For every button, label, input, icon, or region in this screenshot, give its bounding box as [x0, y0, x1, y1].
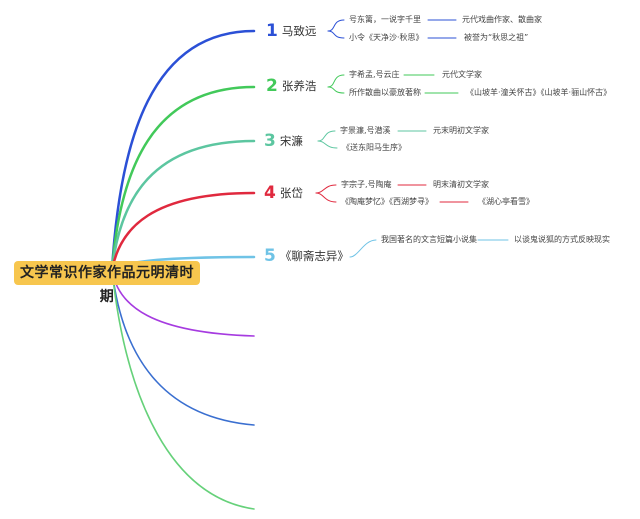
branch-node-b5[interactable]: 5《聊斋志异》	[264, 245, 349, 266]
detail-text-b4-1[interactable]: 《陶庵梦忆》《西湖梦寻》	[341, 197, 433, 206]
detail-note-b1-1[interactable]: 被誉为“秋思之祖”	[464, 33, 529, 42]
detail-text-b2-0[interactable]: 字希孟,号云庄	[349, 70, 400, 79]
branch-label: 张岱	[279, 186, 303, 200]
branch-label: 马致远	[281, 24, 317, 38]
detail-text-b1-1[interactable]: 小令《天净沙·秋思》	[349, 33, 424, 42]
detail-connector-b4-1	[315, 192, 337, 203]
branch-number: 3	[264, 131, 276, 151]
detail-note-b3-0[interactable]: 元末明初文学家	[433, 126, 489, 135]
branch-line-b2	[110, 85, 256, 272]
detail-connector-b3-0	[317, 130, 336, 142]
root-topic[interactable]: 文学常识作家作品元明清时期	[14, 261, 200, 305]
branch-label: 张养浩	[281, 79, 317, 93]
detail-note-b5-0[interactable]: 以谈鬼说狐的方式反映现实	[514, 235, 610, 244]
detail-connector-b2-1	[327, 86, 345, 94]
detail-note-b1-0[interactable]: 元代戏曲作家、散曲家	[462, 15, 542, 24]
branch-line-b3	[110, 139, 256, 272]
branch-line-b4	[110, 191, 256, 272]
detail-note-b2-1[interactable]: 《山坡羊·潼关怀古》《山坡羊·骊山怀古》	[466, 88, 612, 97]
detail-text-b1-0[interactable]: 号东篱，一说字千里	[349, 15, 421, 24]
branch-number: 4	[264, 183, 276, 203]
branch-number: 5	[264, 246, 276, 266]
detail-note-b2-0[interactable]: 元代文学家	[442, 70, 482, 79]
branch-number: 2	[266, 76, 278, 96]
detail-text-b3-1[interactable]: 《送东阳马生序》	[342, 143, 406, 152]
empty-branch-1	[111, 269, 255, 426]
detail-connector-b3-1	[317, 140, 338, 149]
detail-text-b5-0[interactable]: 我国著名的文言短篇小说集	[381, 235, 477, 244]
detail-connector-b1-0	[327, 19, 345, 32]
detail-connector-b4-0	[315, 184, 337, 194]
detail-text-b2-1[interactable]: 所作散曲以豪放著称	[349, 88, 421, 97]
detail-connector-b1-1	[327, 30, 345, 39]
detail-text-b4-0[interactable]: 字宗子,号陶庵	[341, 180, 392, 189]
empty-branch-2	[111, 269, 255, 510]
branch-number: 1	[266, 21, 278, 41]
detail-connector-b5-0	[349, 239, 377, 258]
detail-note-b4-1[interactable]: 《湖心亭看雪》	[478, 197, 534, 206]
detail-text-b3-0[interactable]: 字景濂,号潜溪	[340, 126, 391, 135]
detail-note-b4-0[interactable]: 明末清初文学家	[433, 180, 489, 189]
branch-line-b1	[110, 29, 256, 272]
detail-connector-b2-0	[327, 74, 345, 88]
branch-label: 宋濂	[279, 134, 303, 148]
branch-label: 《聊斋志异》	[279, 249, 349, 263]
